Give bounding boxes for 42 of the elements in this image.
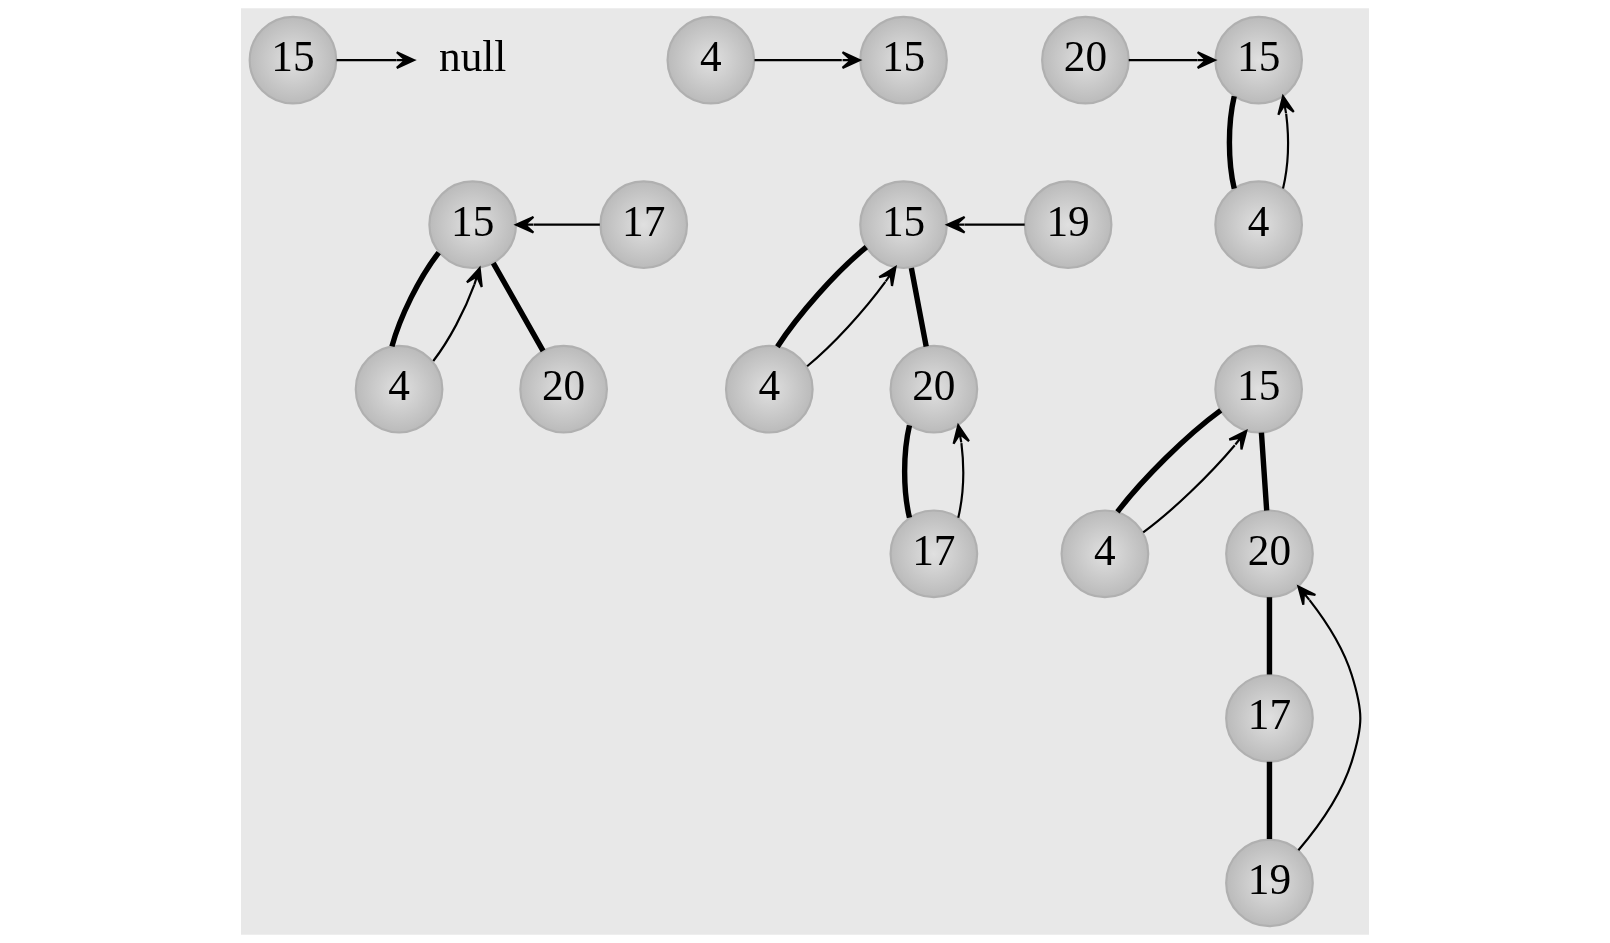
- node-circle: 15: [248, 15, 338, 105]
- arrow: [754, 51, 861, 69]
- node-circle: 20: [889, 344, 979, 434]
- node-circle: 4: [354, 344, 444, 434]
- arrow: [432, 267, 483, 362]
- connector: [490, 261, 546, 353]
- arrow: [1297, 585, 1362, 851]
- connector: [901, 424, 913, 519]
- connector: [775, 245, 869, 349]
- connector: [1226, 95, 1237, 190]
- arrow: [1142, 429, 1248, 534]
- node-circle: 4: [1214, 180, 1304, 270]
- arrow: [1128, 51, 1217, 69]
- node-circle: 15: [859, 180, 948, 270]
- node-circle: 19: [1225, 838, 1314, 928]
- arrow: [806, 266, 897, 368]
- connector: [908, 267, 929, 347]
- node-circle: 15: [859, 15, 948, 105]
- node-text: null: [439, 31, 507, 80]
- node-circle: 17: [1225, 673, 1314, 763]
- arrow: [1277, 95, 1295, 189]
- node-circle: 20: [1041, 15, 1130, 105]
- node-circle: 20: [519, 344, 608, 434]
- connector: [1258, 432, 1270, 511]
- node-circle: 15: [1214, 344, 1304, 434]
- connector: [389, 250, 441, 348]
- node-circle: 20: [1225, 509, 1314, 599]
- arrow: [515, 215, 600, 234]
- arrow: [336, 51, 416, 69]
- node-circle: 19: [1023, 180, 1113, 270]
- arrow: [946, 215, 1025, 234]
- connector: [1266, 597, 1273, 675]
- node-circle: 17: [599, 180, 689, 270]
- node-circle: 15: [1214, 15, 1304, 105]
- connector: [1115, 408, 1223, 514]
- node-circle: 17: [889, 509, 979, 599]
- node-circle: 4: [1060, 509, 1150, 599]
- node-circle: 4: [724, 344, 814, 434]
- node-circle: 15: [428, 180, 518, 270]
- connector: [1266, 761, 1273, 840]
- arrow: [952, 424, 971, 518]
- node-circle: 4: [666, 15, 756, 105]
